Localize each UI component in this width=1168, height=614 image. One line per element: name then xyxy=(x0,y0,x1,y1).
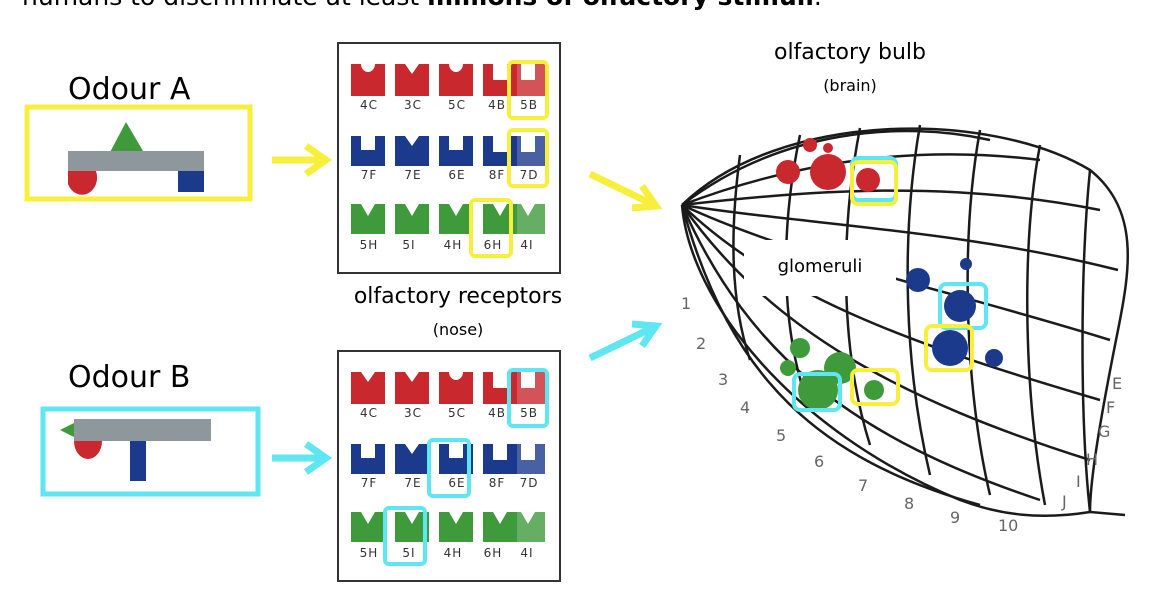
arrow-a-to-bulb-icon xyxy=(588,170,663,212)
odour-a-triangle xyxy=(108,122,146,156)
odour-b-red-shape xyxy=(74,441,102,459)
odour-a-diagram xyxy=(24,104,253,202)
bulb-highlight-yellow-red xyxy=(850,160,898,206)
bulb-number: 4 xyxy=(740,398,751,417)
arrow-a-icon xyxy=(272,143,333,177)
odour-a-frame xyxy=(24,104,253,202)
highlight-6e xyxy=(427,438,471,498)
receptor-panel-b: 4C 3C 5C 4B 5B 7F 7E 6E 8F 7D 5H 5I 4H 6… xyxy=(337,350,561,582)
receptor-panel-a: 4C 3C 5C 4B 5B 7F 7E 6E 8F 7D 5H 5I 4H 6… xyxy=(337,42,561,274)
receptors-subtitle: (nose) xyxy=(432,320,484,339)
bulb-title: olfactory bulb xyxy=(773,40,927,65)
highlight-5i xyxy=(383,506,427,566)
caption-end: . xyxy=(814,0,822,11)
arrow-b-icon xyxy=(272,441,333,475)
cell-label: 6E xyxy=(448,168,466,182)
cell-label: 7F xyxy=(360,476,378,490)
cell-label: 4B xyxy=(488,406,506,420)
cell-label: 8F xyxy=(488,168,506,182)
bulb-number: 1 xyxy=(681,294,692,313)
cell-label: 7F xyxy=(360,168,378,182)
olfactory-bulb-diagram xyxy=(680,124,1130,518)
bulb-number: 5 xyxy=(776,426,787,445)
top-caption: humans to discriminate at least millions… xyxy=(22,0,822,11)
bulb-letter: H xyxy=(1086,450,1099,469)
cell-label: 5I xyxy=(402,238,416,252)
cell-label: 4C xyxy=(359,98,378,112)
cell-label: 5C xyxy=(447,406,466,420)
bulb-number: 10 xyxy=(998,516,1019,535)
cell-label: 4I xyxy=(520,546,534,560)
cell-label: 7E xyxy=(404,168,422,182)
odour-b-blue-block xyxy=(130,441,146,481)
cell-label: 5H xyxy=(359,238,379,252)
bulb-number: 6 xyxy=(814,452,825,471)
odour-b-bar xyxy=(74,419,211,441)
cell-label: 5C xyxy=(447,98,466,112)
glomeruli-label: glomeruli xyxy=(777,256,863,277)
cell-label: 5B xyxy=(520,98,538,112)
odour-b-triangle xyxy=(60,422,76,438)
highlight-7d xyxy=(507,128,549,188)
cell-label: 7E xyxy=(404,476,422,490)
bulb-number: 2 xyxy=(696,334,707,353)
cell-label: 4H xyxy=(443,238,463,252)
cell-label: 3C xyxy=(403,98,422,112)
arrow-b-to-bulb-icon xyxy=(588,320,663,362)
odour-b-diagram xyxy=(40,406,261,497)
cell-label: 4H xyxy=(443,546,463,560)
highlight-5b xyxy=(507,60,549,120)
bulb-number: 7 xyxy=(858,476,869,495)
bulb-letter: G xyxy=(1098,422,1111,441)
receptors-title: olfactory receptors xyxy=(353,284,563,309)
bulb-highlight-yellow-blue xyxy=(924,324,974,372)
cell-label: 5H xyxy=(359,546,379,560)
highlight-5b xyxy=(507,368,549,428)
cell-label: 5B xyxy=(520,406,538,420)
bulb-highlight-cyan-green xyxy=(792,372,842,412)
caption-text: humans to discriminate at least xyxy=(22,0,427,11)
bulb-number: 9 xyxy=(950,508,961,527)
cell-label: 4I xyxy=(520,238,534,252)
bulb-letter: F xyxy=(1106,398,1116,417)
bulb-highlight-yellow-green xyxy=(850,368,900,406)
cell-label: 4C xyxy=(359,406,378,420)
odour-b-label: Odour B xyxy=(68,360,191,395)
cell-label: 6H xyxy=(483,546,503,560)
bulb-letter: J xyxy=(1062,492,1067,511)
bulb-number: 8 xyxy=(904,494,915,513)
glomeruli-label-box: glomeruli xyxy=(744,240,896,296)
caption-bold-text: millions of olfactory stimuli xyxy=(427,0,814,11)
cell-label: 6H xyxy=(483,238,503,252)
odour-a-blue-block xyxy=(178,171,204,192)
odour-b-frame xyxy=(40,406,261,497)
cell-label: 4B xyxy=(488,98,506,112)
bulb-number: 3 xyxy=(718,370,729,389)
bulb-subtitle: (brain) xyxy=(823,76,877,95)
cell-label: 7D xyxy=(519,168,539,182)
cell-label: 6E xyxy=(448,476,466,490)
cell-label: 3C xyxy=(403,406,422,420)
bulb-letter: E xyxy=(1112,374,1123,393)
bulb-letter: I xyxy=(1076,472,1081,491)
highlight-6h xyxy=(469,198,513,258)
odour-a-label: Odour A xyxy=(68,72,191,107)
cell-label: 7D xyxy=(519,476,539,490)
odour-a-bar xyxy=(68,151,204,171)
cell-label: 8F xyxy=(488,476,506,490)
cell-label: 5I xyxy=(402,546,416,560)
